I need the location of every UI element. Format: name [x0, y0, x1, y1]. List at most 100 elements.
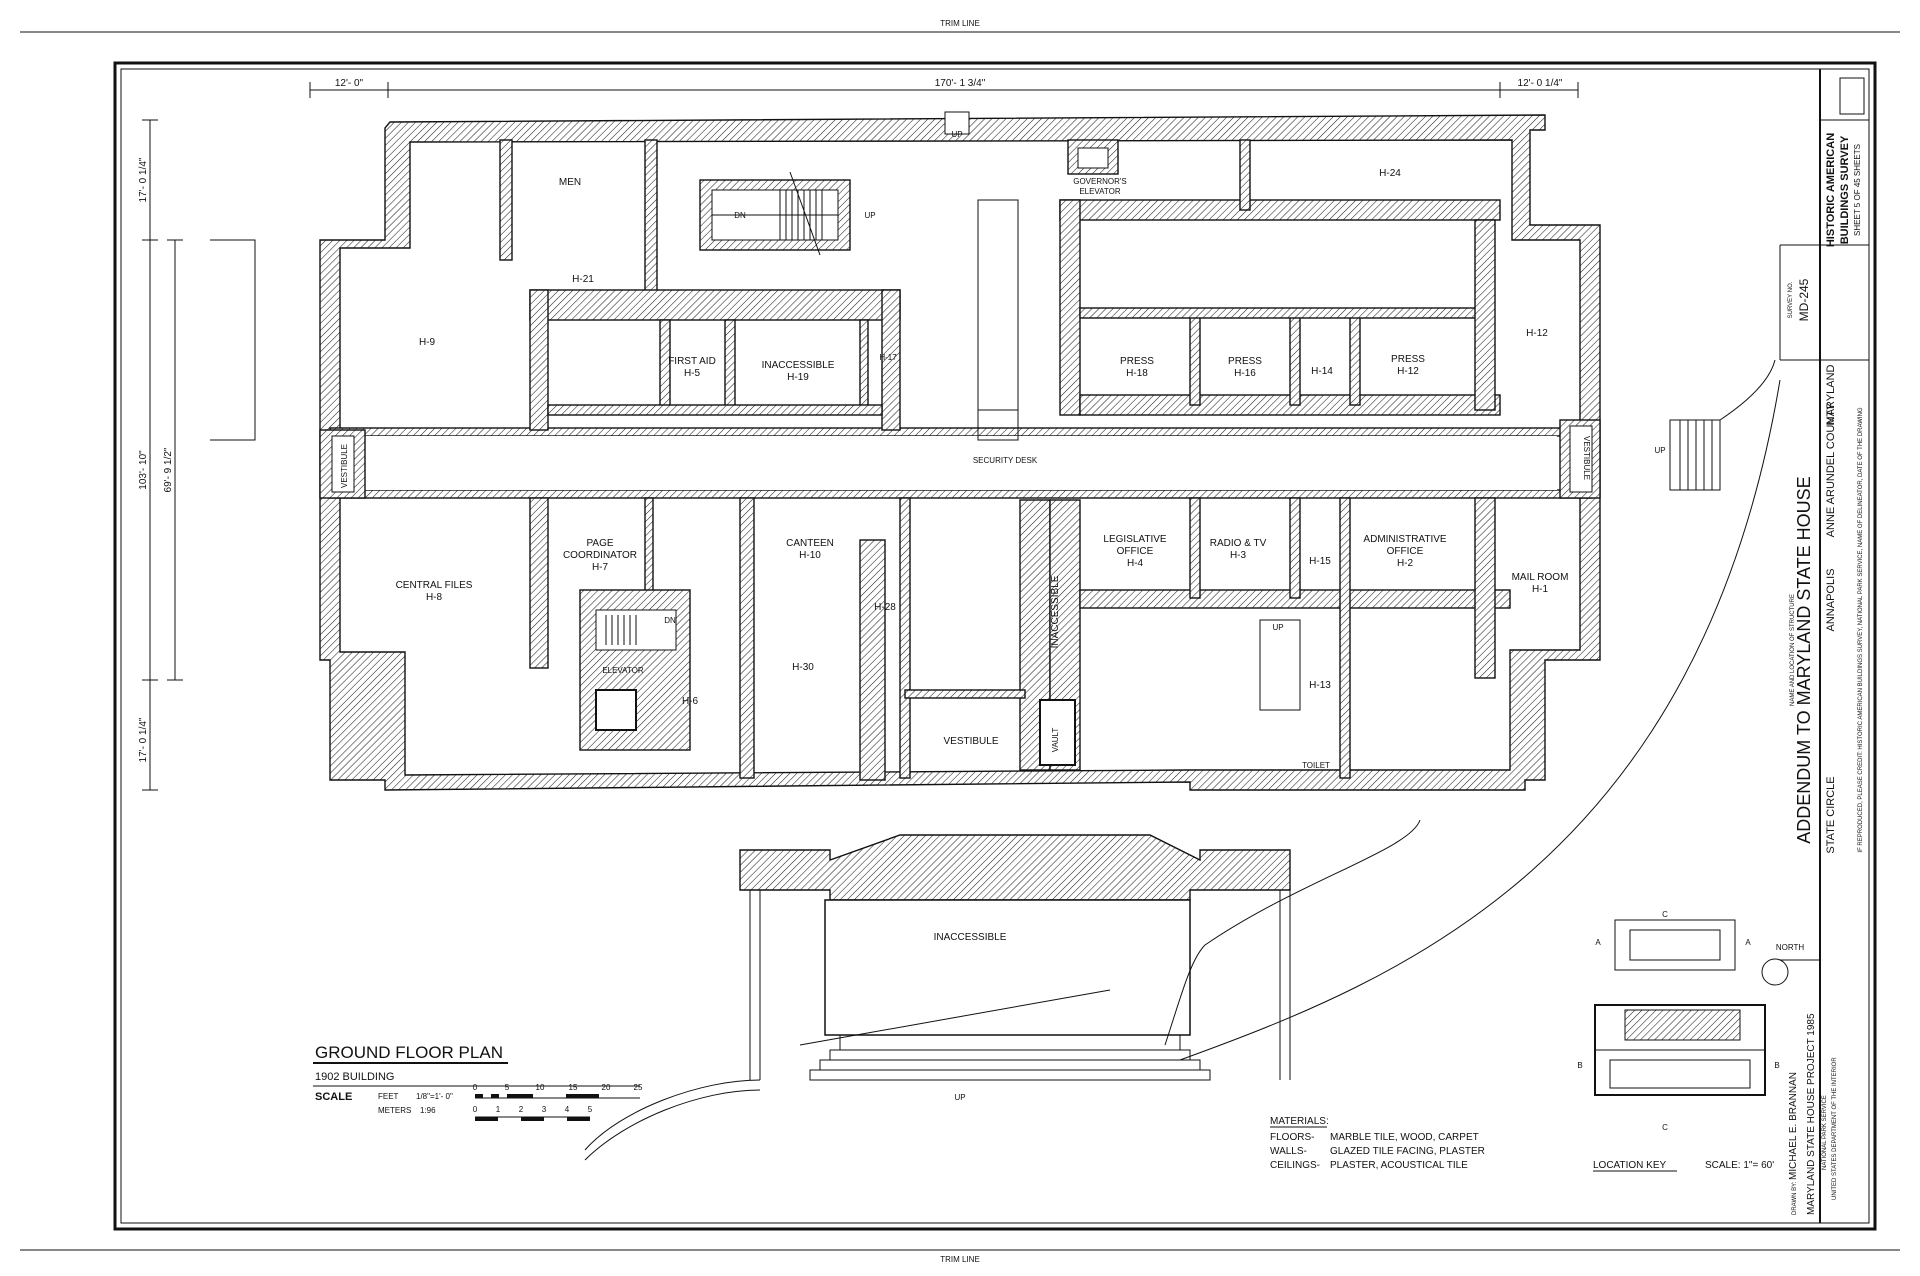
key-upper-plan [1614, 919, 1736, 971]
drawing-subtitle: 1902 BUILDING [315, 1071, 394, 1083]
stair-right-treads [1679, 420, 1713, 490]
meters-tick: 5 [588, 1105, 593, 1114]
address-county: ANNE ARUNDEL COUNTY [1825, 402, 1837, 537]
doi-line: UNITED STATES DEPARTMENT OF THE INTERIOR [1832, 1057, 1838, 1200]
dim-left-lower: 17'- 0 1/4" [138, 717, 149, 762]
wall-block-bottom [547, 404, 883, 416]
corridor-wall-south [329, 489, 1593, 499]
feet-tick: 15 [569, 1083, 578, 1092]
dim-top-center: 170'- 1 3/4" [935, 78, 986, 89]
room-h12: H-12 [1526, 328, 1548, 339]
stair-up-entry: UP [951, 130, 962, 139]
wall-h7-east [644, 497, 654, 599]
room-first-aid: FIRST AID [668, 356, 716, 367]
security-desk-bay [977, 199, 1019, 411]
wall-h28 [859, 539, 886, 781]
wall-block-h19-east [881, 289, 901, 431]
room-h6: H-6 [682, 696, 699, 707]
wall-h8-h7 [529, 497, 549, 669]
wall-h18-h16 [1189, 309, 1201, 406]
wall-block-h5-west [529, 289, 549, 431]
feet-scale-bar: 0 5 10 15 20 25 [473, 1083, 643, 1099]
meters-tick: 2 [519, 1105, 524, 1114]
room-h13: H-13 [1309, 680, 1331, 691]
wall-h19-h17 [859, 319, 869, 411]
wall-block-h5-top [529, 289, 901, 321]
reproduction-credit: IF REPRODUCED, PLEASE CREDIT: HISTORIC A… [1858, 407, 1864, 853]
room-page-coordinator-b: COORDINATOR [563, 550, 637, 561]
drawn-by: MICHAEL E. BRANNAN [1788, 1072, 1799, 1180]
room-h1: H-1 [1532, 584, 1549, 595]
top-dimension: 12'- 0" 170'- 1 3/4" 12'- 0 1/4" [309, 78, 1579, 98]
room-h17: H-17 [879, 353, 897, 362]
stair-h13 [1259, 619, 1301, 711]
wall-h14-h12 [1349, 309, 1361, 406]
feet-scale: 1/8"=1'- 0" [416, 1092, 453, 1101]
room-admin-a: ADMINISTRATIVE [1363, 534, 1446, 545]
room-inaccessible-h19: INACCESSIBLE [762, 360, 835, 371]
room-governors-elevator-a: GOVERNOR'S [1073, 177, 1127, 186]
room-legislative-b: OFFICE [1117, 546, 1154, 557]
room-toilet: TOILET [1302, 761, 1330, 770]
south-steps [799, 989, 1211, 1081]
room-h24: H-24 [1379, 168, 1401, 179]
room-h18: H-18 [1126, 368, 1148, 379]
wall-h15-h2 [1339, 497, 1351, 779]
stair-up-right: UP [1654, 446, 1665, 455]
drawing-title-block: GROUND FLOOR PLAN 1902 BUILDING SCALE FE… [313, 1043, 643, 1121]
meters-scale-bar: 0 1 2 3 4 5 [473, 1105, 593, 1121]
stair-dn-top: DN [734, 211, 746, 220]
vestibule-center-north [904, 689, 1026, 699]
wall-h12-west [1474, 219, 1496, 411]
room-vestibule-right: VESTIBULE [1582, 436, 1591, 480]
site-west-edge [210, 239, 256, 441]
wall-press-row-top [1079, 307, 1491, 319]
room-elevator: ELEVATOR [602, 666, 644, 675]
elevator-stair-treads [605, 615, 637, 645]
meters-label: METERS [378, 1106, 411, 1115]
location-key-label: LOCATION KEY [1593, 1160, 1666, 1171]
dim-left-upper: 17'- 0 1/4" [138, 157, 149, 202]
feet-tick: 10 [536, 1083, 545, 1092]
materials-walls-label: WALLS- [1270, 1146, 1307, 1157]
room-men: MEN [559, 177, 581, 188]
room-vestibule-center: VESTIBULE [943, 736, 998, 747]
survey-no: MD-245 [1797, 278, 1811, 321]
room-h14: H-14 [1311, 366, 1333, 377]
nps-line: NATIONAL PARK SERVICE [1822, 1095, 1828, 1170]
feet-label: FEET [378, 1092, 399, 1101]
section-b-right: B [1774, 1061, 1779, 1070]
feet-tick: 0 [473, 1083, 478, 1092]
location-key: NORTH A A B B C C LOCATION KEY SCALE: 1"… [1577, 910, 1804, 1172]
address-street: STATE CIRCLE [1825, 776, 1837, 853]
room-vault: VAULT [1051, 728, 1060, 753]
drawing-title: GROUND FLOOR PLAN [315, 1043, 503, 1062]
feet-tick: 20 [602, 1083, 611, 1092]
room-canteen: CANTEEN [786, 538, 834, 549]
sheet-count: SHEET 5 OF 45 SHEETS [1853, 144, 1862, 236]
room-h12-small: H-12 [1397, 366, 1419, 377]
room-press-12: PRESS [1391, 354, 1425, 365]
left-dimension: 17'- 0 1/4" 103'- 10" 69'- 9 1/2" 17'- 0… [138, 119, 183, 791]
wall-men-h9 [499, 139, 513, 261]
survey-no-label: SURVEY NO. [1788, 281, 1794, 318]
room-radio-tv: RADIO & TV [1210, 538, 1267, 549]
dim-left-total: 103'- 10" [138, 450, 149, 490]
room-h30: H-30 [792, 662, 814, 673]
sheet-border-inner [120, 68, 1870, 1224]
dim-left-mid: 69'- 9 1/2" [163, 447, 174, 492]
wall-h4-h3 [1189, 497, 1201, 599]
stair-up-h13: UP [1272, 623, 1283, 632]
floor-plan: DN UP UP [210, 111, 1781, 1161]
meters-scale: 1:96 [420, 1106, 436, 1115]
dim-top-left: 12'- 0" [335, 78, 364, 89]
meters-tick: 4 [565, 1105, 570, 1114]
room-h7: H-7 [592, 562, 609, 573]
room-vestibule-left: VESTIBULE [340, 444, 349, 488]
name-location-label: NAME AND LOCATION OF STRUCTURE [1790, 594, 1796, 706]
room-h15: H-15 [1309, 556, 1331, 567]
wall-h3-h15 [1289, 497, 1301, 599]
materials-legend: MATERIALS: FLOORS- MARBLE TILE, WOOD, CA… [1270, 1116, 1485, 1171]
side-title-panel: HISTORIC AMERICAN BUILDINGS SURVEY SHEET… [1779, 69, 1869, 1223]
